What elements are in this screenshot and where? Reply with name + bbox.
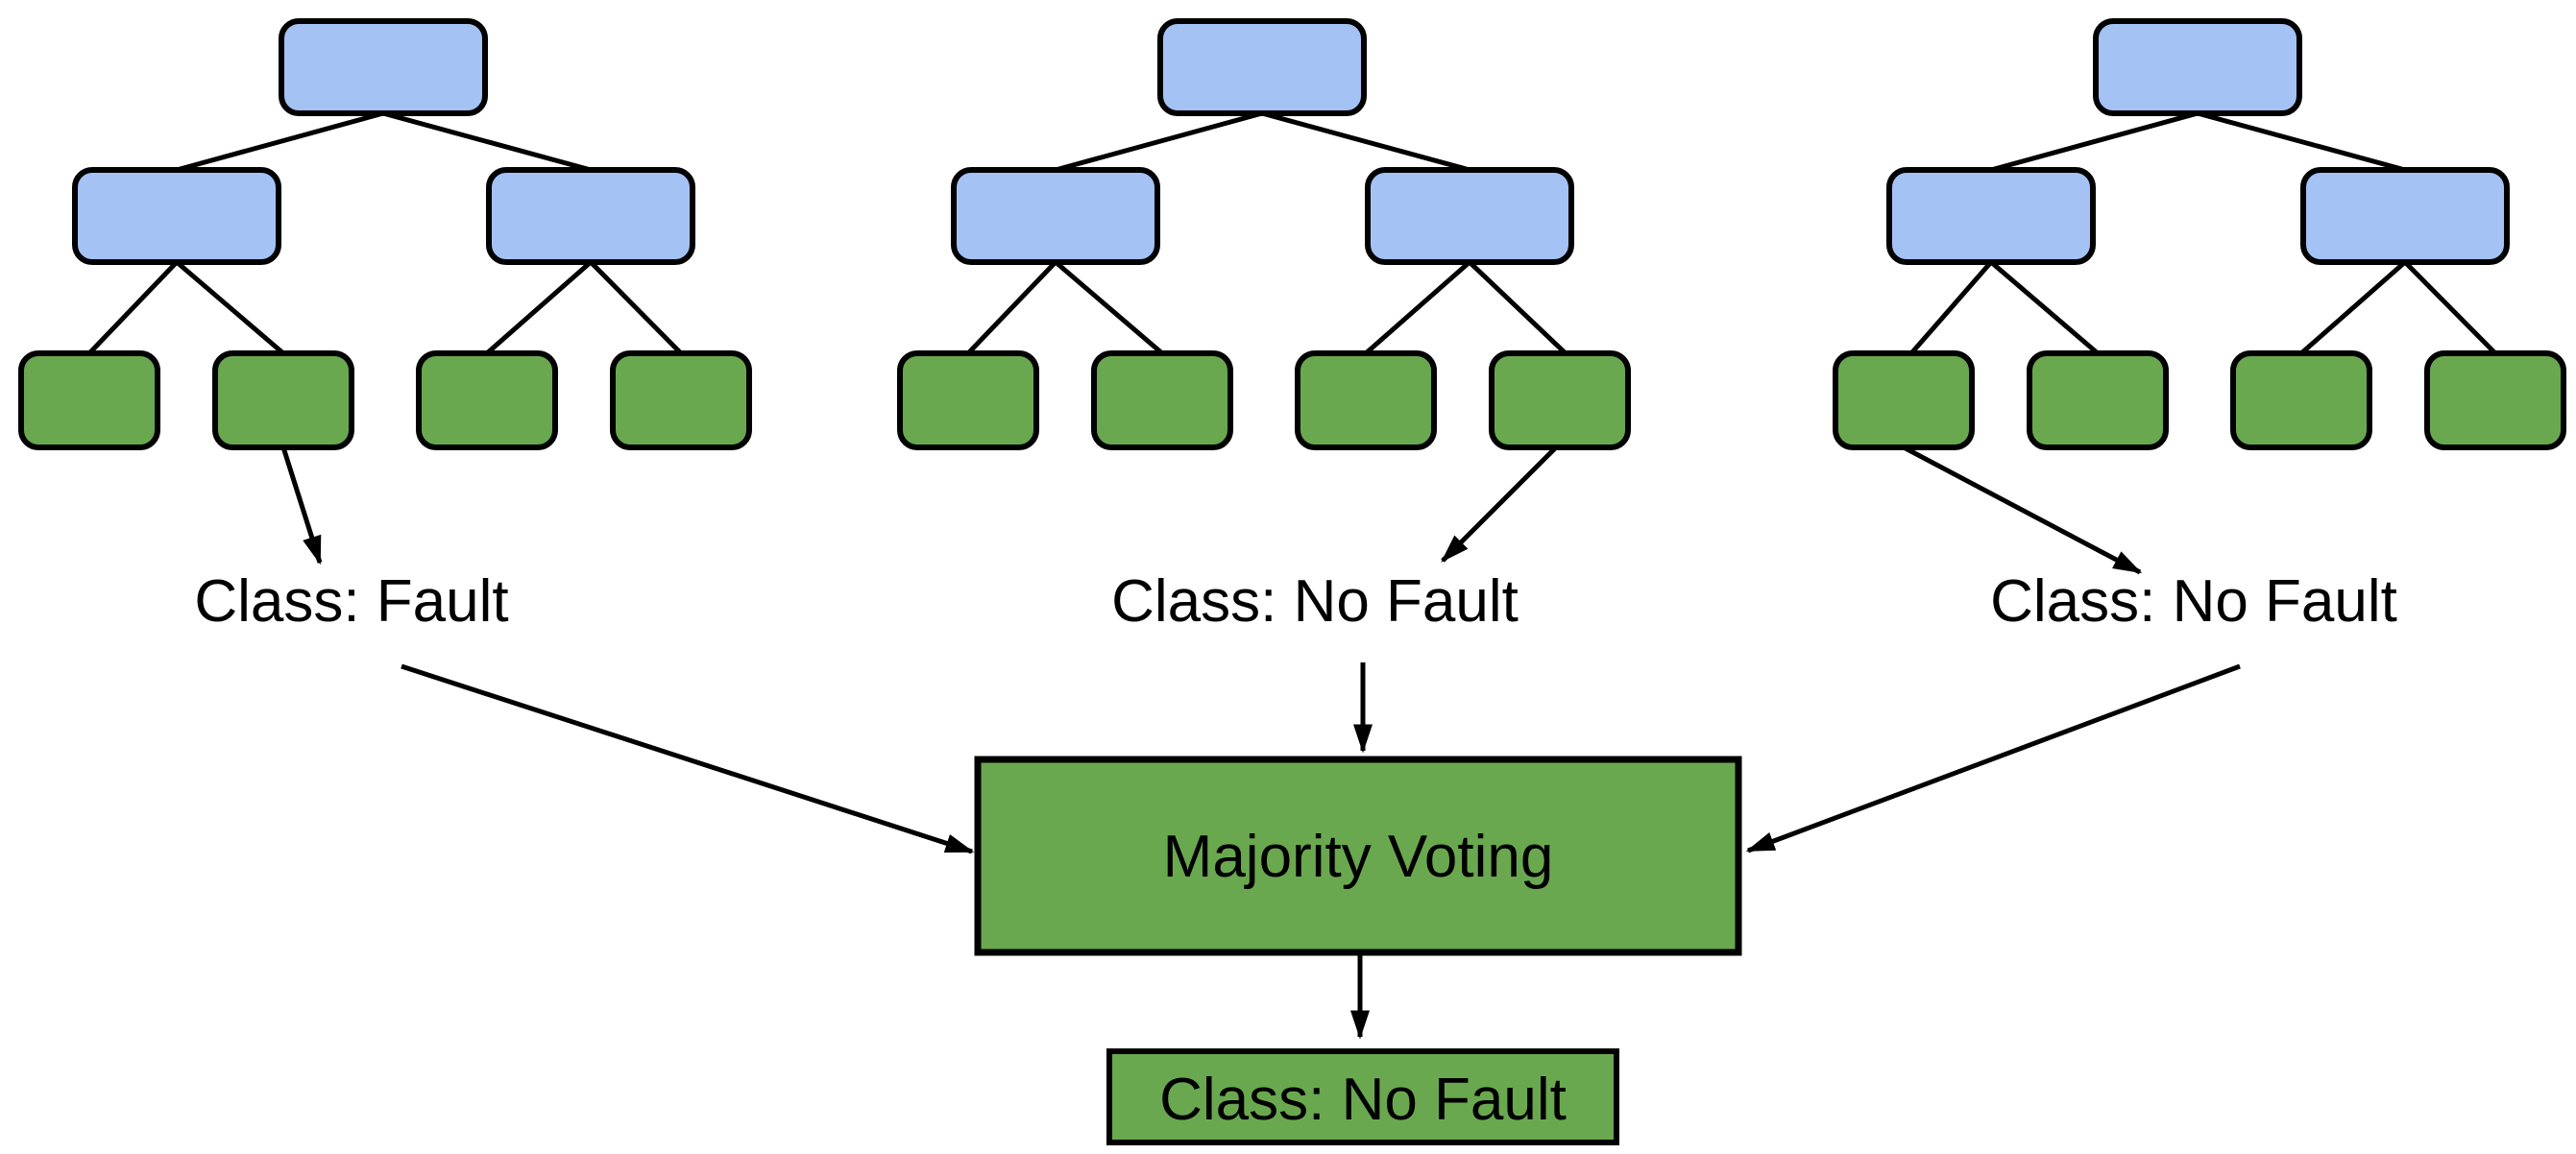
- tree2-branch-left-leaf2: [1054, 260, 1164, 355]
- tree3-leaf-node-2: [2027, 350, 2169, 450]
- tree1-prediction-label: Class: Fault: [194, 568, 508, 635]
- tree1-leaf-node-4: [610, 350, 752, 450]
- tree1-vote-arrow: [401, 663, 975, 854]
- tree2-internal-node-left: [951, 167, 1160, 265]
- tree1-prediction-arrow: [280, 446, 323, 565]
- tree3-leaf-node-1: [1833, 350, 1975, 450]
- tree1-internal-node-left: [72, 167, 281, 265]
- decision-tree-1: Class: Fault: [18, 18, 975, 854]
- majority-voting-label: Majority Voting: [1163, 824, 1554, 890]
- tree3-leaf-node-3: [2230, 350, 2372, 450]
- decision-tree-2: Class: No Fault: [897, 18, 1631, 754]
- tree1-leaf-node-3: [416, 350, 558, 450]
- tree1-branch-left-leaf1: [87, 260, 179, 355]
- tree3-internal-node-right: [2300, 167, 2510, 265]
- tree3-internal-node-left: [1886, 167, 2096, 265]
- tree2-prediction-arrow: [1441, 445, 1558, 563]
- tree1-branch-right-leaf4: [589, 260, 683, 355]
- tree3-prediction-arrow: [1902, 445, 2143, 575]
- tree3-branch-left-leaf1: [1909, 260, 1993, 355]
- tree2-leaf-node-2: [1091, 350, 1233, 450]
- tree1-root-node: [279, 18, 488, 116]
- tree3-branch-right-leaf4: [2403, 260, 2497, 355]
- tree2-branch-root-right: [1261, 110, 1470, 173]
- tree3-root-node: [2093, 18, 2302, 116]
- tree2-branch-left-leaf1: [966, 260, 1057, 355]
- tree2-branch-right-leaf3: [1364, 260, 1471, 355]
- tree3-prediction-label: Class: No Fault: [1990, 568, 2397, 635]
- tree1-branch-left-leaf2: [175, 260, 285, 355]
- tree2-leaf-node-3: [1295, 350, 1437, 450]
- tree1-leaf-node-2: [212, 350, 354, 450]
- tree1-branch-root-right: [382, 110, 592, 173]
- tree2-root-node: [1157, 18, 1367, 116]
- tree3-branch-right-leaf3: [2299, 260, 2407, 355]
- final-class-box: [1106, 1048, 1619, 1145]
- tree3-branch-left-leaf2: [1989, 260, 2100, 355]
- tree3-vote-arrow: [1745, 663, 2241, 853]
- tree2-branch-root-left: [1055, 110, 1263, 173]
- final-class-label: Class: No Fault: [1159, 1067, 1567, 1133]
- tree1-branch-right-leaf3: [485, 260, 593, 355]
- tree3-leaf-node-4: [2424, 350, 2566, 450]
- tree1-internal-node-right: [486, 167, 695, 265]
- majority-voting-box: [974, 756, 1742, 956]
- tree3-branch-root-left: [1990, 110, 2199, 173]
- decision-tree-3: Class: No Fault: [1745, 18, 2566, 853]
- tree2-prediction-label: Class: No Fault: [1111, 568, 1519, 635]
- tree2-internal-node-right: [1365, 167, 1574, 265]
- tree2-branch-right-leaf4: [1468, 260, 1567, 355]
- tree1-leaf-node-1: [18, 350, 160, 450]
- tree1-branch-root-left: [176, 110, 384, 173]
- tree3-branch-root-right: [2197, 110, 2406, 173]
- tree2-leaf-node-1: [897, 350, 1039, 450]
- tree2-leaf-node-4: [1489, 350, 1631, 450]
